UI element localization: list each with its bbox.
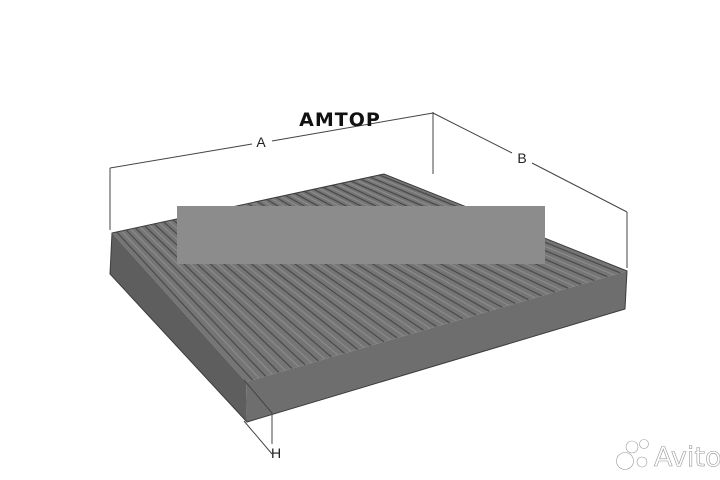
filter-pleat-line — [149, 224, 300, 368]
dimension-h-label: H — [271, 445, 281, 461]
filter-pleat-line — [144, 225, 293, 370]
avito-dots-icon — [616, 439, 649, 470]
filter-front-face — [246, 271, 627, 422]
filter-pleat-line — [130, 228, 273, 375]
dimension-a-label: A — [256, 134, 266, 150]
avito-watermark: Avito — [616, 439, 720, 473]
filter-outline — [109, 173, 628, 423]
filter-pleat-line — [139, 226, 286, 371]
dimension-b-line-upper — [432, 112, 513, 154]
filter-pleat-line — [120, 230, 260, 379]
dimension-h-bottom-extension — [243, 420, 273, 455]
filter-pleat-line — [125, 229, 267, 377]
filter-side-face — [110, 233, 247, 422]
brand-logo-text: AMTOP — [299, 109, 381, 131]
dimension-lines — [109, 112, 628, 455]
dimension-b-label: B — [517, 150, 526, 166]
dimension-a-line-left — [109, 143, 253, 169]
dimension-a-line-right — [271, 112, 434, 142]
dimension-h-top-extension — [243, 379, 273, 414]
censored-label-block — [177, 206, 545, 264]
avito-watermark-text: Avito — [654, 442, 720, 473]
filter-pleat-line — [134, 227, 280, 373]
dimension-b-line-lower — [531, 162, 628, 213]
filter-pleat-line — [116, 231, 254, 381]
